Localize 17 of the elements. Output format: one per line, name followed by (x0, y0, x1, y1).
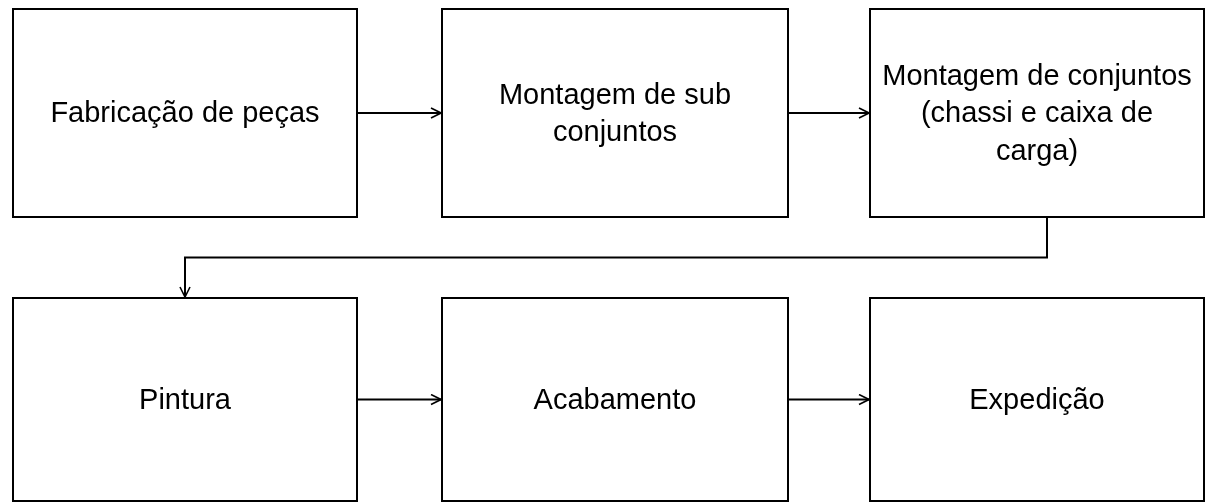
box-label: Pintura (139, 381, 231, 417)
arrow (357, 393, 442, 406)
arrow (179, 217, 1048, 298)
arrow (357, 107, 442, 119)
process-box (441, 297, 789, 502)
process-box (869, 8, 1205, 218)
arrow (788, 107, 870, 119)
process-box (869, 297, 1205, 502)
box-label: Acabamento (533, 381, 697, 417)
box-label: Montagem de conjuntos (chassi e caixa de carga) (881, 58, 1193, 168)
process-box (441, 8, 789, 218)
process-box (12, 8, 358, 218)
box-label: Montagem de sub conjuntos (497, 76, 733, 149)
box-label: Expedição (969, 381, 1105, 417)
process-box (12, 297, 358, 502)
box-label: Fabricação de peças (50, 95, 320, 131)
arrow (788, 393, 870, 406)
